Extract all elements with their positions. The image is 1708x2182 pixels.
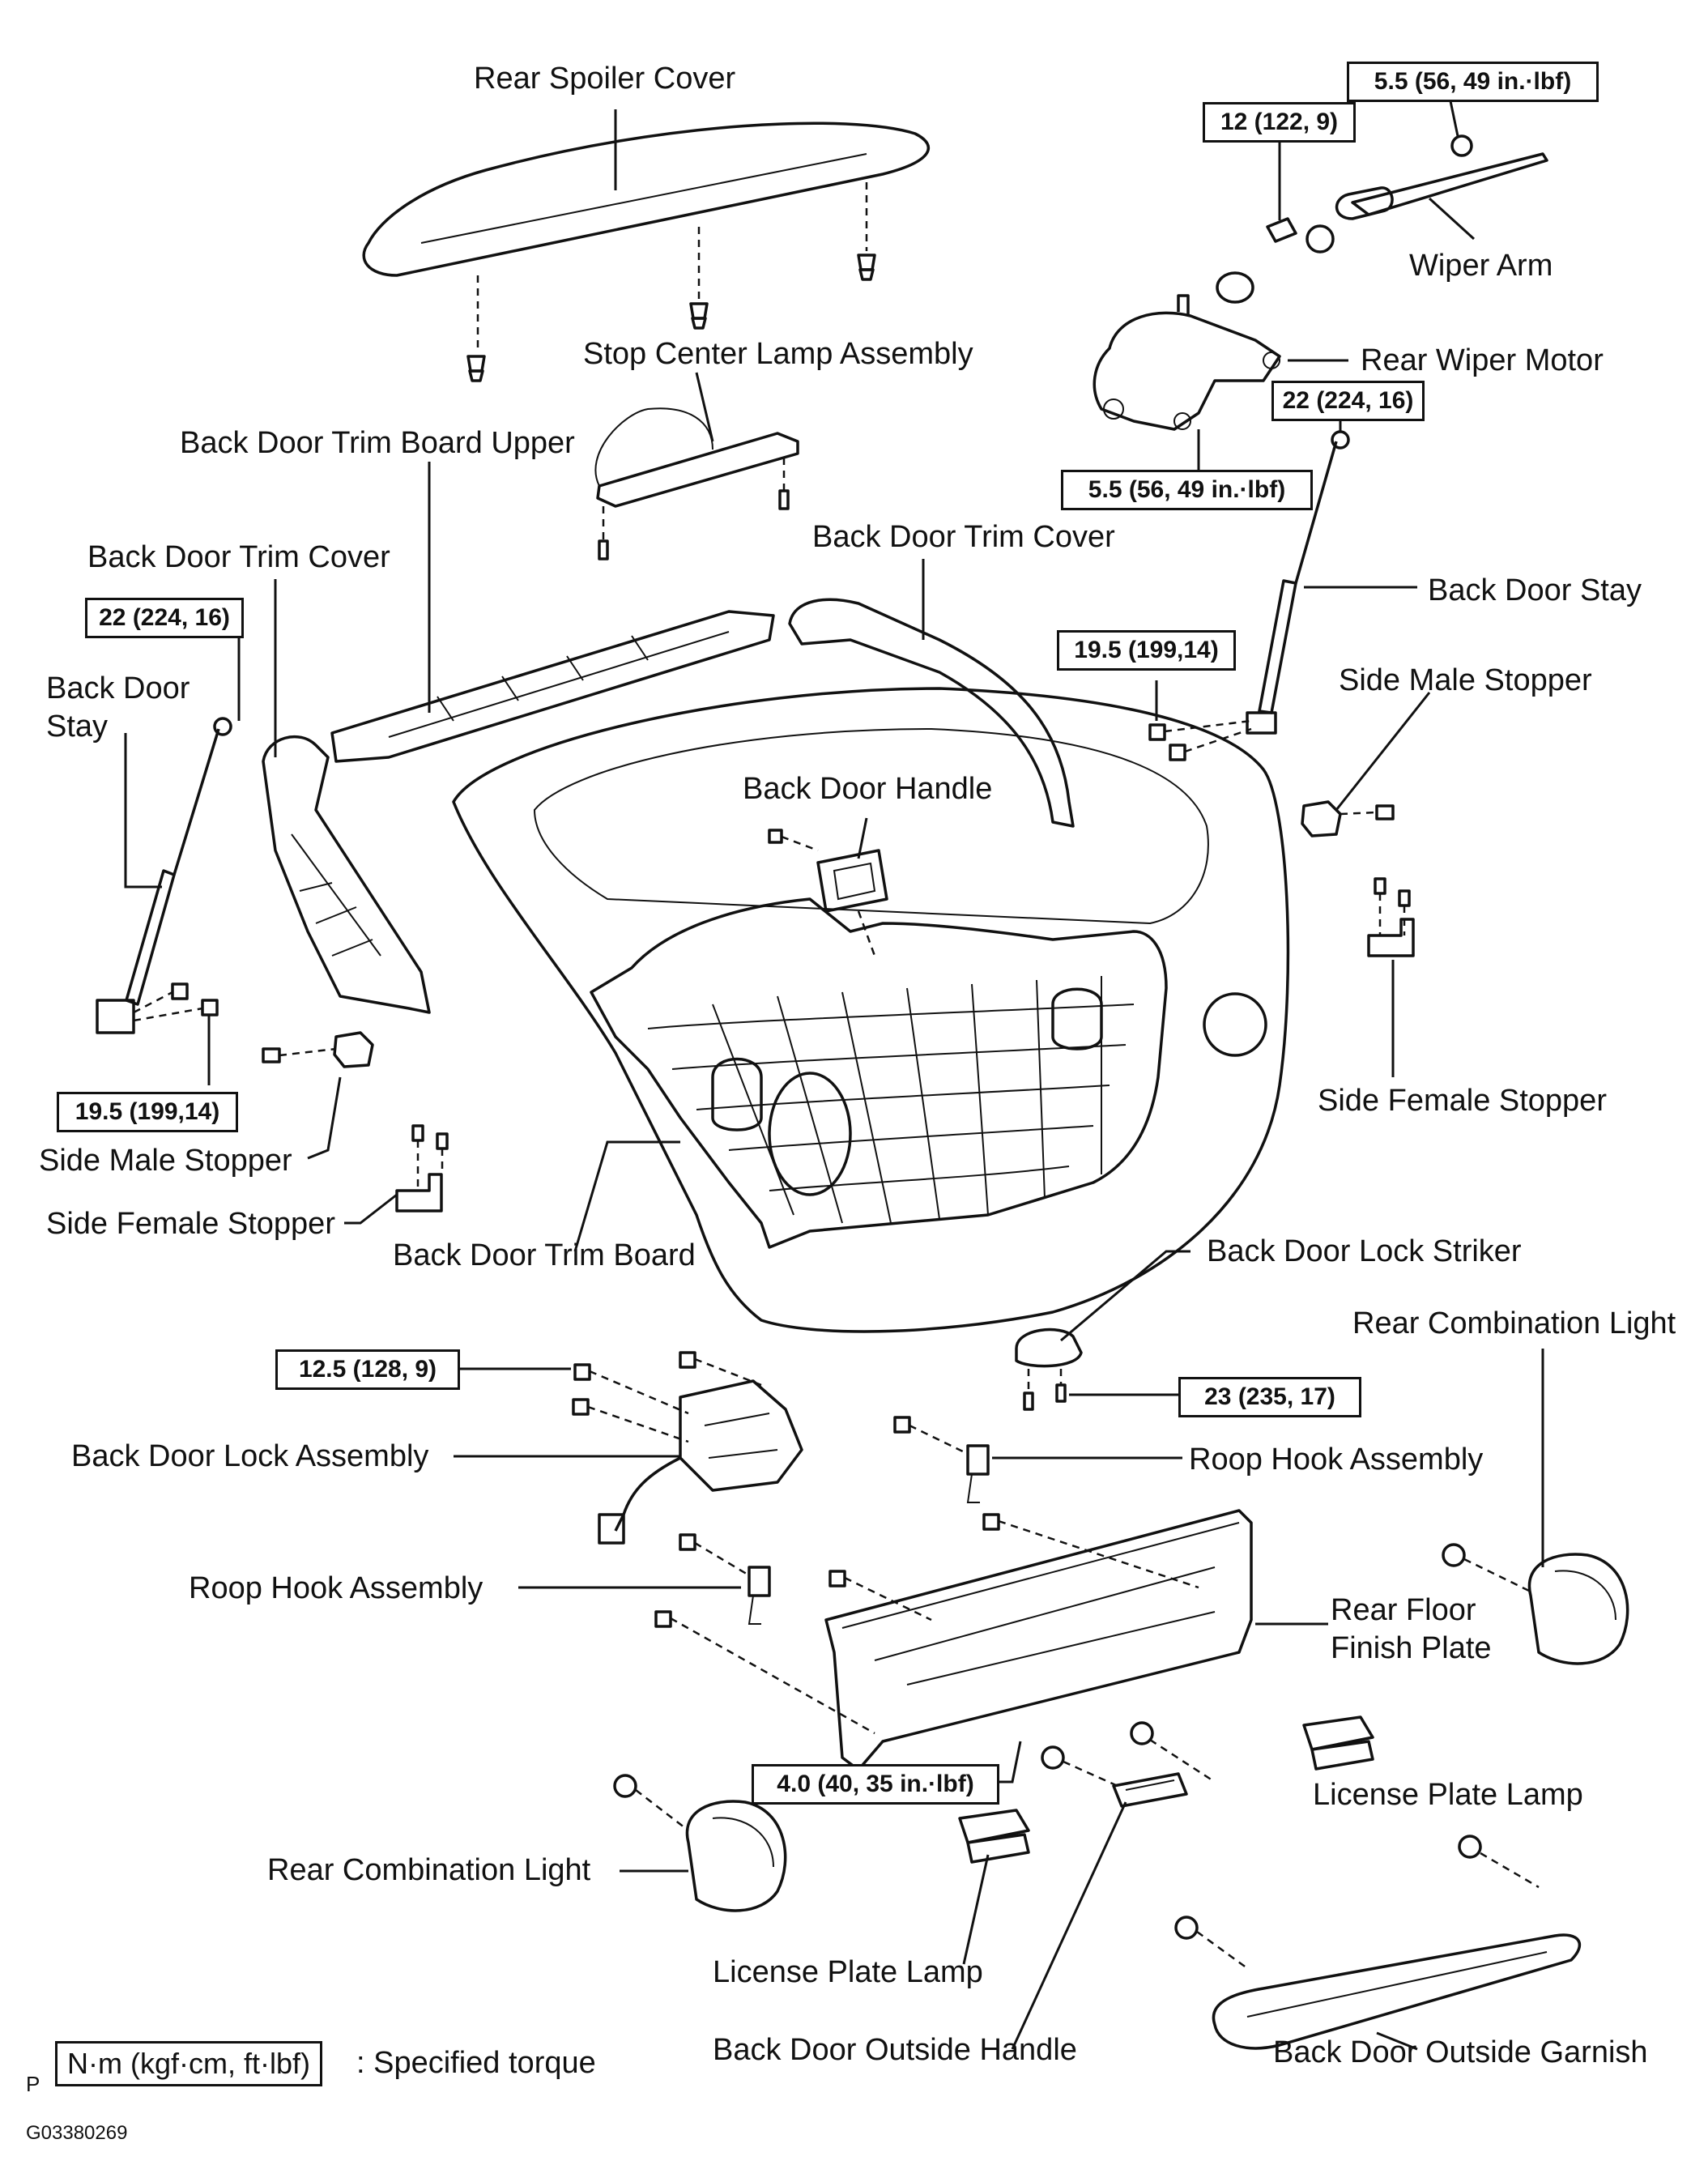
torque-stay-left-top: 22 (224, 16) <box>85 598 244 638</box>
leader-stay-left <box>124 733 162 889</box>
back-door-stay-right-part <box>1148 430 1350 761</box>
back-door-trim-cover-left-part <box>262 735 431 1014</box>
leader-license-lamp-left <box>962 1854 990 1965</box>
leader-lock-striker <box>1060 1250 1190 1342</box>
back-door-outside-handle-part <box>1041 1721 1216 1808</box>
leader-stop-lamp <box>695 372 714 442</box>
legend-description: : Specified torque <box>356 2046 596 2080</box>
label-rear-spoiler-cover: Rear Spoiler Cover <box>474 62 736 96</box>
back-door-trim-board-part <box>590 897 1168 1249</box>
rear-floor-finish-plate-part <box>654 1509 1253 1771</box>
side-female-stopper-left-part <box>395 1124 449 1212</box>
label-stop-center-lamp: Stop Center Lamp Assembly <box>583 337 973 371</box>
label-back-door-handle: Back Door Handle <box>743 772 993 806</box>
leader-garnish <box>1376 2031 1418 2051</box>
label-license-plate-lamp-right: License Plate Lamp <box>1313 1778 1583 1812</box>
legend-torque-unit-box: N·m (kgf·cm, ft·lbf) <box>55 2041 322 2086</box>
torque-wiper-motor-bolt: 5.5 (56, 49 in.·lbf) <box>1061 470 1313 510</box>
torque-stay-right-top: 22 (224, 16) <box>1271 381 1425 421</box>
label-back-door-outside-handle: Back Door Outside Handle <box>713 2033 1077 2067</box>
leader-door-handle <box>857 817 868 859</box>
back-door-handle-part <box>768 829 888 957</box>
torque-floor-plate: 4.0 (40, 35 in.·lbf) <box>752 1764 999 1805</box>
label-roop-hook-assembly-right: Roop Hook Assembly <box>1189 1443 1484 1477</box>
torque-wiper-pivot-nut: 12 (122, 9) <box>1203 102 1356 143</box>
leader-floor-plate-torque <box>996 1741 1022 1784</box>
label-wiper-arm: Wiper Arm <box>1409 249 1553 283</box>
rear-wiper-motor-part <box>1093 294 1281 431</box>
back-door-trim-board-upper-part <box>330 610 775 763</box>
figure-code: G03380269 <box>26 2122 128 2144</box>
wiper-arm-part <box>1216 134 1548 304</box>
torque-stay-left-bottom: 19.5 (199,14) <box>57 1092 238 1132</box>
label-rear-combination-light-right: Rear Combination Light <box>1352 1306 1676 1340</box>
back-door-stay-left-part <box>96 717 232 1034</box>
leader-male-stopper-left <box>307 1076 342 1160</box>
rear-combination-light-right-part <box>1442 1543 1629 1665</box>
roop-hook-assembly-right-part <box>893 1416 990 1503</box>
label-back-door-stay-right: Back Door Stay <box>1428 573 1642 607</box>
back-door-lock-assembly-part <box>572 1351 803 1545</box>
label-side-female-stopper-left: Side Female Stopper <box>46 1207 335 1241</box>
side-male-stopper-left-part <box>262 1031 374 1068</box>
label-back-door-trim-board-upper: Back Door Trim Board Upper <box>180 426 575 460</box>
side-male-stopper-right-part <box>1301 800 1395 837</box>
label-side-male-stopper-left: Side Male Stopper <box>39 1144 292 1178</box>
torque-wiper-arm-nut: 5.5 (56, 49 in.·lbf) <box>1347 62 1599 102</box>
roop-hook-assembly-left-part <box>679 1533 771 1625</box>
stop-center-lamp-part <box>594 407 799 560</box>
label-rear-wiper-motor: Rear Wiper Motor <box>1361 343 1604 377</box>
side-female-stopper-right-part <box>1367 877 1415 957</box>
label-back-door-stay-left-2: Stay <box>46 710 109 744</box>
back-door-lock-striker-part <box>1015 1328 1083 1411</box>
label-roop-hook-assembly-left: Roop Hook Assembly <box>189 1571 483 1605</box>
label-rear-combination-light-left: Rear Combination Light <box>267 1853 591 1887</box>
license-plate-lamp-left-part <box>958 1809 1030 1864</box>
label-back-door-lock-striker: Back Door Lock Striker <box>1207 1234 1522 1268</box>
leader-trim-board <box>573 1140 680 1252</box>
torque-stay-right-bottom: 19.5 (199,14) <box>1057 630 1236 671</box>
rear-spoiler-cover-part <box>362 121 931 382</box>
label-back-door-trim-cover-right: Back Door Trim Cover <box>812 520 1115 554</box>
label-back-door-trim-cover-left: Back Door Trim Cover <box>87 540 390 574</box>
legend-prefix: P <box>26 2072 40 2096</box>
license-plate-lamp-right-part <box>1302 1715 1374 1771</box>
leader-wiper-arm <box>1428 197 1476 241</box>
label-side-female-stopper-right: Side Female Stopper <box>1318 1084 1607 1118</box>
back-door-panel-part <box>452 687 1290 1333</box>
leader-outside-handle <box>1011 1801 1127 2050</box>
label-back-door-outside-garnish: Back Door Outside Garnish <box>1273 2035 1648 2069</box>
label-rear-floor-finish-plate-1: Rear Floor <box>1331 1593 1476 1627</box>
label-back-door-stay-left-1: Back Door <box>46 671 190 705</box>
back-door-outside-garnish-part <box>1174 1835 1582 2050</box>
label-back-door-trim-board: Back Door Trim Board <box>393 1238 696 1272</box>
rear-combination-light-left-part <box>613 1774 787 1912</box>
label-side-male-stopper-right: Side Male Stopper <box>1339 663 1592 697</box>
leader-wiper-arm-nut <box>1448 96 1459 137</box>
label-back-door-lock-assembly: Back Door Lock Assembly <box>71 1439 429 1473</box>
back-door-trim-cover-right-part <box>788 598 1075 828</box>
label-rear-floor-finish-plate-2: Finish Plate <box>1331 1631 1492 1665</box>
label-license-plate-lamp-left: License Plate Lamp <box>713 1955 983 1989</box>
torque-lock-striker: 23 (235, 17) <box>1178 1377 1361 1417</box>
torque-lock-assembly: 12.5 (128, 9) <box>275 1349 460 1390</box>
leader-male-stopper-right <box>1335 692 1431 811</box>
leader-female-stopper-left <box>344 1193 398 1225</box>
